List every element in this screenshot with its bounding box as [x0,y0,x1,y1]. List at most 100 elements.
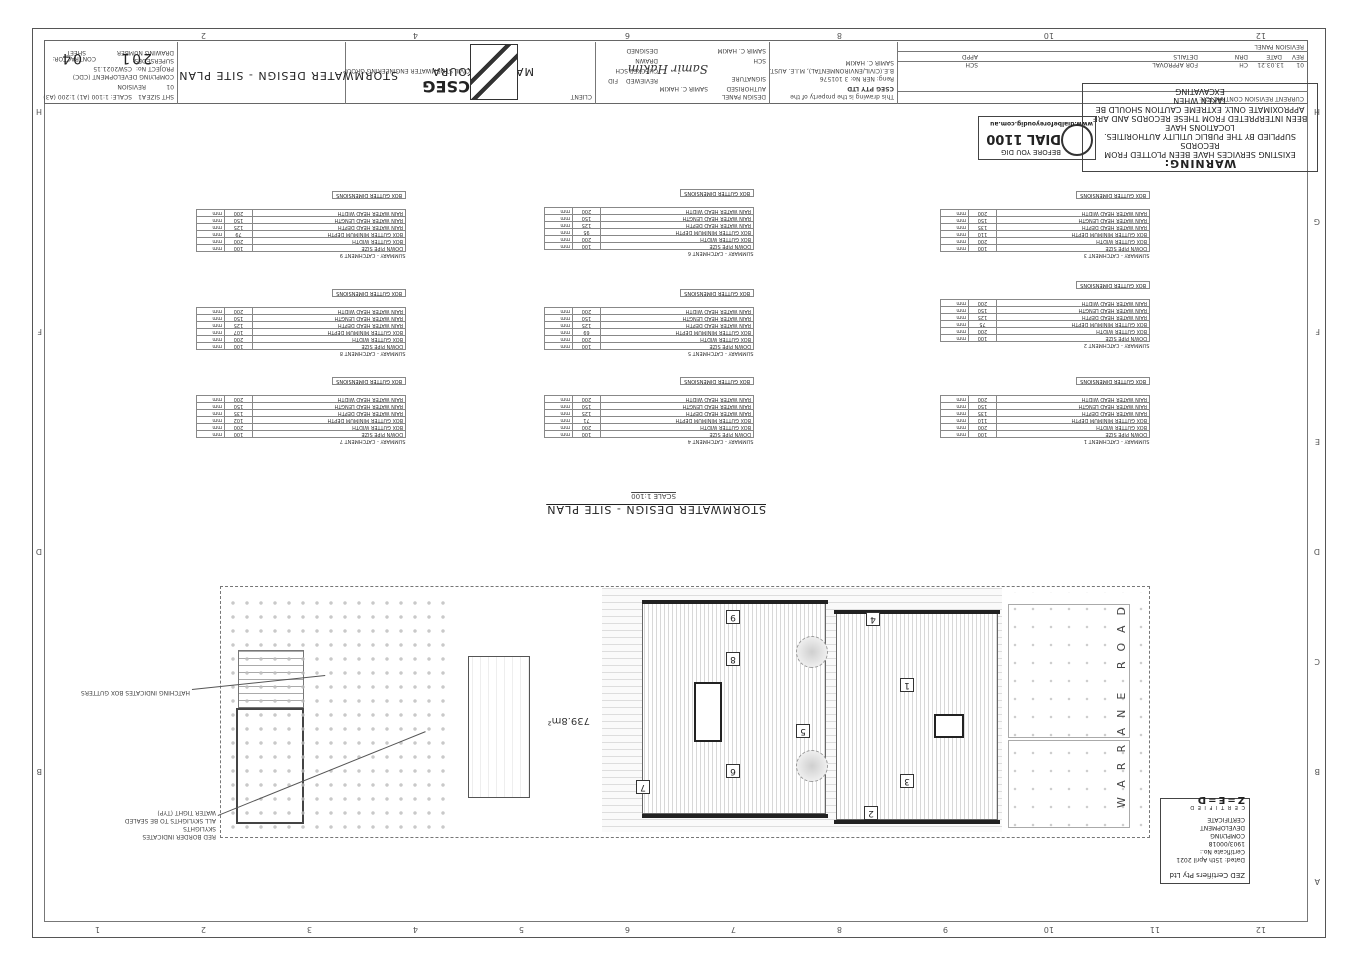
grid-col-2-bottom: 2 [200,31,206,40]
grid-col-4: 4 [412,925,418,934]
grid-col-11: 11 [1149,925,1160,934]
catchment-row-label: RAIN WATER HEAD LENGTH [252,314,406,322]
catchment-name: SUMMARY - CATCHMENT 2 [1083,342,1150,348]
catchment-row-value: 150 [968,306,997,314]
catchment-row-unit: mm [544,342,573,350]
catchment-row-unit: mm [940,313,969,321]
catchment-row-value: 200 [572,395,601,403]
catchment-row-value: 200 [968,299,997,307]
catchment-row-value: 125 [572,221,601,229]
catchment-row-value: 110 [968,230,997,238]
catchment-row-unit: mm [940,423,969,431]
designed-label: DESIGNED [626,47,658,54]
catchment-row-unit: mm [940,409,969,417]
design-panel: DESIGN PANEL AUTHORISED SAMIR C. HAKIM S… [598,44,768,102]
catchment-row-label: BOX GUTTER WIDTH [252,237,406,245]
cseg-logo-icon [470,44,518,100]
callout-red-4: WATER TIGHT (TYP) [157,809,216,816]
revision-value: 01 [166,83,174,90]
catchment-row-unit: mm [196,328,225,336]
catchment-row-value: 100 [968,430,997,438]
catchment-row-value: 100 [968,244,997,252]
callout-skylights: RED BORDER INDICATES SKYLIGHTS ALL SKYLI… [125,808,216,840]
dial-url: www.dialbeforeyoudig.com.au [990,120,1093,127]
catchment-row-unit: mm [544,314,573,322]
catchment-row-value: 150 [572,314,601,322]
catchment-row-value: 110 [968,416,997,424]
catchment-row-label: BOX GUTTER WIDTH [996,423,1150,431]
road-name: WARRANE ROAD [1115,597,1128,808]
grid-col-10-bottom: 10 [1043,31,1054,40]
box-gutter-dimensions-label: BOX GUTTER DIMENSIONS [1076,377,1150,385]
designed-by: SAMIR C. HAKIM [717,47,766,54]
catchment-row-value: 100 [572,430,601,438]
grid-row-b: B [1314,767,1321,776]
grid-row-h-right: H [35,107,42,116]
catchment-row-value: 135 [968,223,997,231]
catchment-row-label: RAIN WATER HEAD WIDTH [252,209,406,217]
catchment-row-value: 200 [224,395,253,403]
catchment-row-value: 150 [968,216,997,224]
plan-scale: SCALE 1:100 [631,492,676,500]
catchment-row-label: DOWN PIPE SIZE [600,430,754,438]
cert-title: COMPLYING DEVELOPMENT CERTIFICATE [1200,816,1245,839]
scale-label: SCALE: 1:100 (A1) 1:200 (A3) [43,93,132,100]
catchment-row-unit: mm [544,423,573,431]
catchment-row-label: BOX GUTTER MINIMUM DEPTH [996,416,1150,424]
catchment-row-value: 200 [572,307,601,315]
callout-hatching: HATCHING INDICATES BOX GUTTERS [80,689,190,696]
rev-row-date: 13.03.21 [1257,61,1284,68]
catchment-row-label: RAIN WATER HEAD WIDTH [252,307,406,315]
catchment-name: SUMMARY - CATCHMENT 6 [687,250,754,256]
catchment-row-unit: mm [544,402,573,410]
catchment-row-value: 200 [572,235,601,243]
dial-logo-icon [1061,124,1093,156]
catchment-row-unit: mm [940,334,969,342]
catchment-row-value: 135 [224,409,253,417]
catchment-row-label: BOX GUTTER MINIMUM DEPTH [996,230,1150,238]
catchment-row-label: DOWN PIPE SIZE [252,244,406,252]
certification-stamp: ZED Certifiers Pty Ltd Dated: 15th April… [1160,794,1250,884]
catchment-row-label: RAIN WATER HEAD WIDTH [996,299,1150,307]
catchment-row-value: 100 [968,334,997,342]
engineer-block: This drawing is the property of the CSEG… [769,44,896,102]
catchment-row-unit: mm [196,416,225,424]
grid-row-f: F [1315,327,1320,336]
authorised-label: AUTHORISED [726,85,766,92]
catchment-row-label: BOX GUTTER WIDTH [996,237,1150,245]
catchment-row-value: 200 [968,423,997,431]
catchment-row-label: BOX GUTTER WIDTH [996,327,1150,335]
grid-row-d-right: D [35,547,42,556]
grid-col-12-bottom: 12 [1255,31,1266,40]
drawing-number: 201 [119,50,152,66]
grid-col-4-bottom: 4 [412,31,418,40]
catchment-row-label: RAIN WATER HEAD DEPTH [600,321,754,329]
grid-row-d: D [1313,547,1320,556]
catchment-row-value: 200 [224,335,253,343]
copyright-line: This drawing is the property of the [790,93,894,100]
zed-logo: Z=E=D [1195,794,1245,805]
callout-red-3: ALL SKYLIGHTS TO BE SEALED [124,817,216,824]
rev-row-appd: SCH [965,61,978,68]
catchment-row-label: RAIN WATER HEAD LENGTH [996,216,1150,224]
catchment-row-label: RAIN WATER HEAD WIDTH [252,395,406,403]
drawing-title: STORMWATER DESIGN - SITE PLAN [178,69,398,82]
